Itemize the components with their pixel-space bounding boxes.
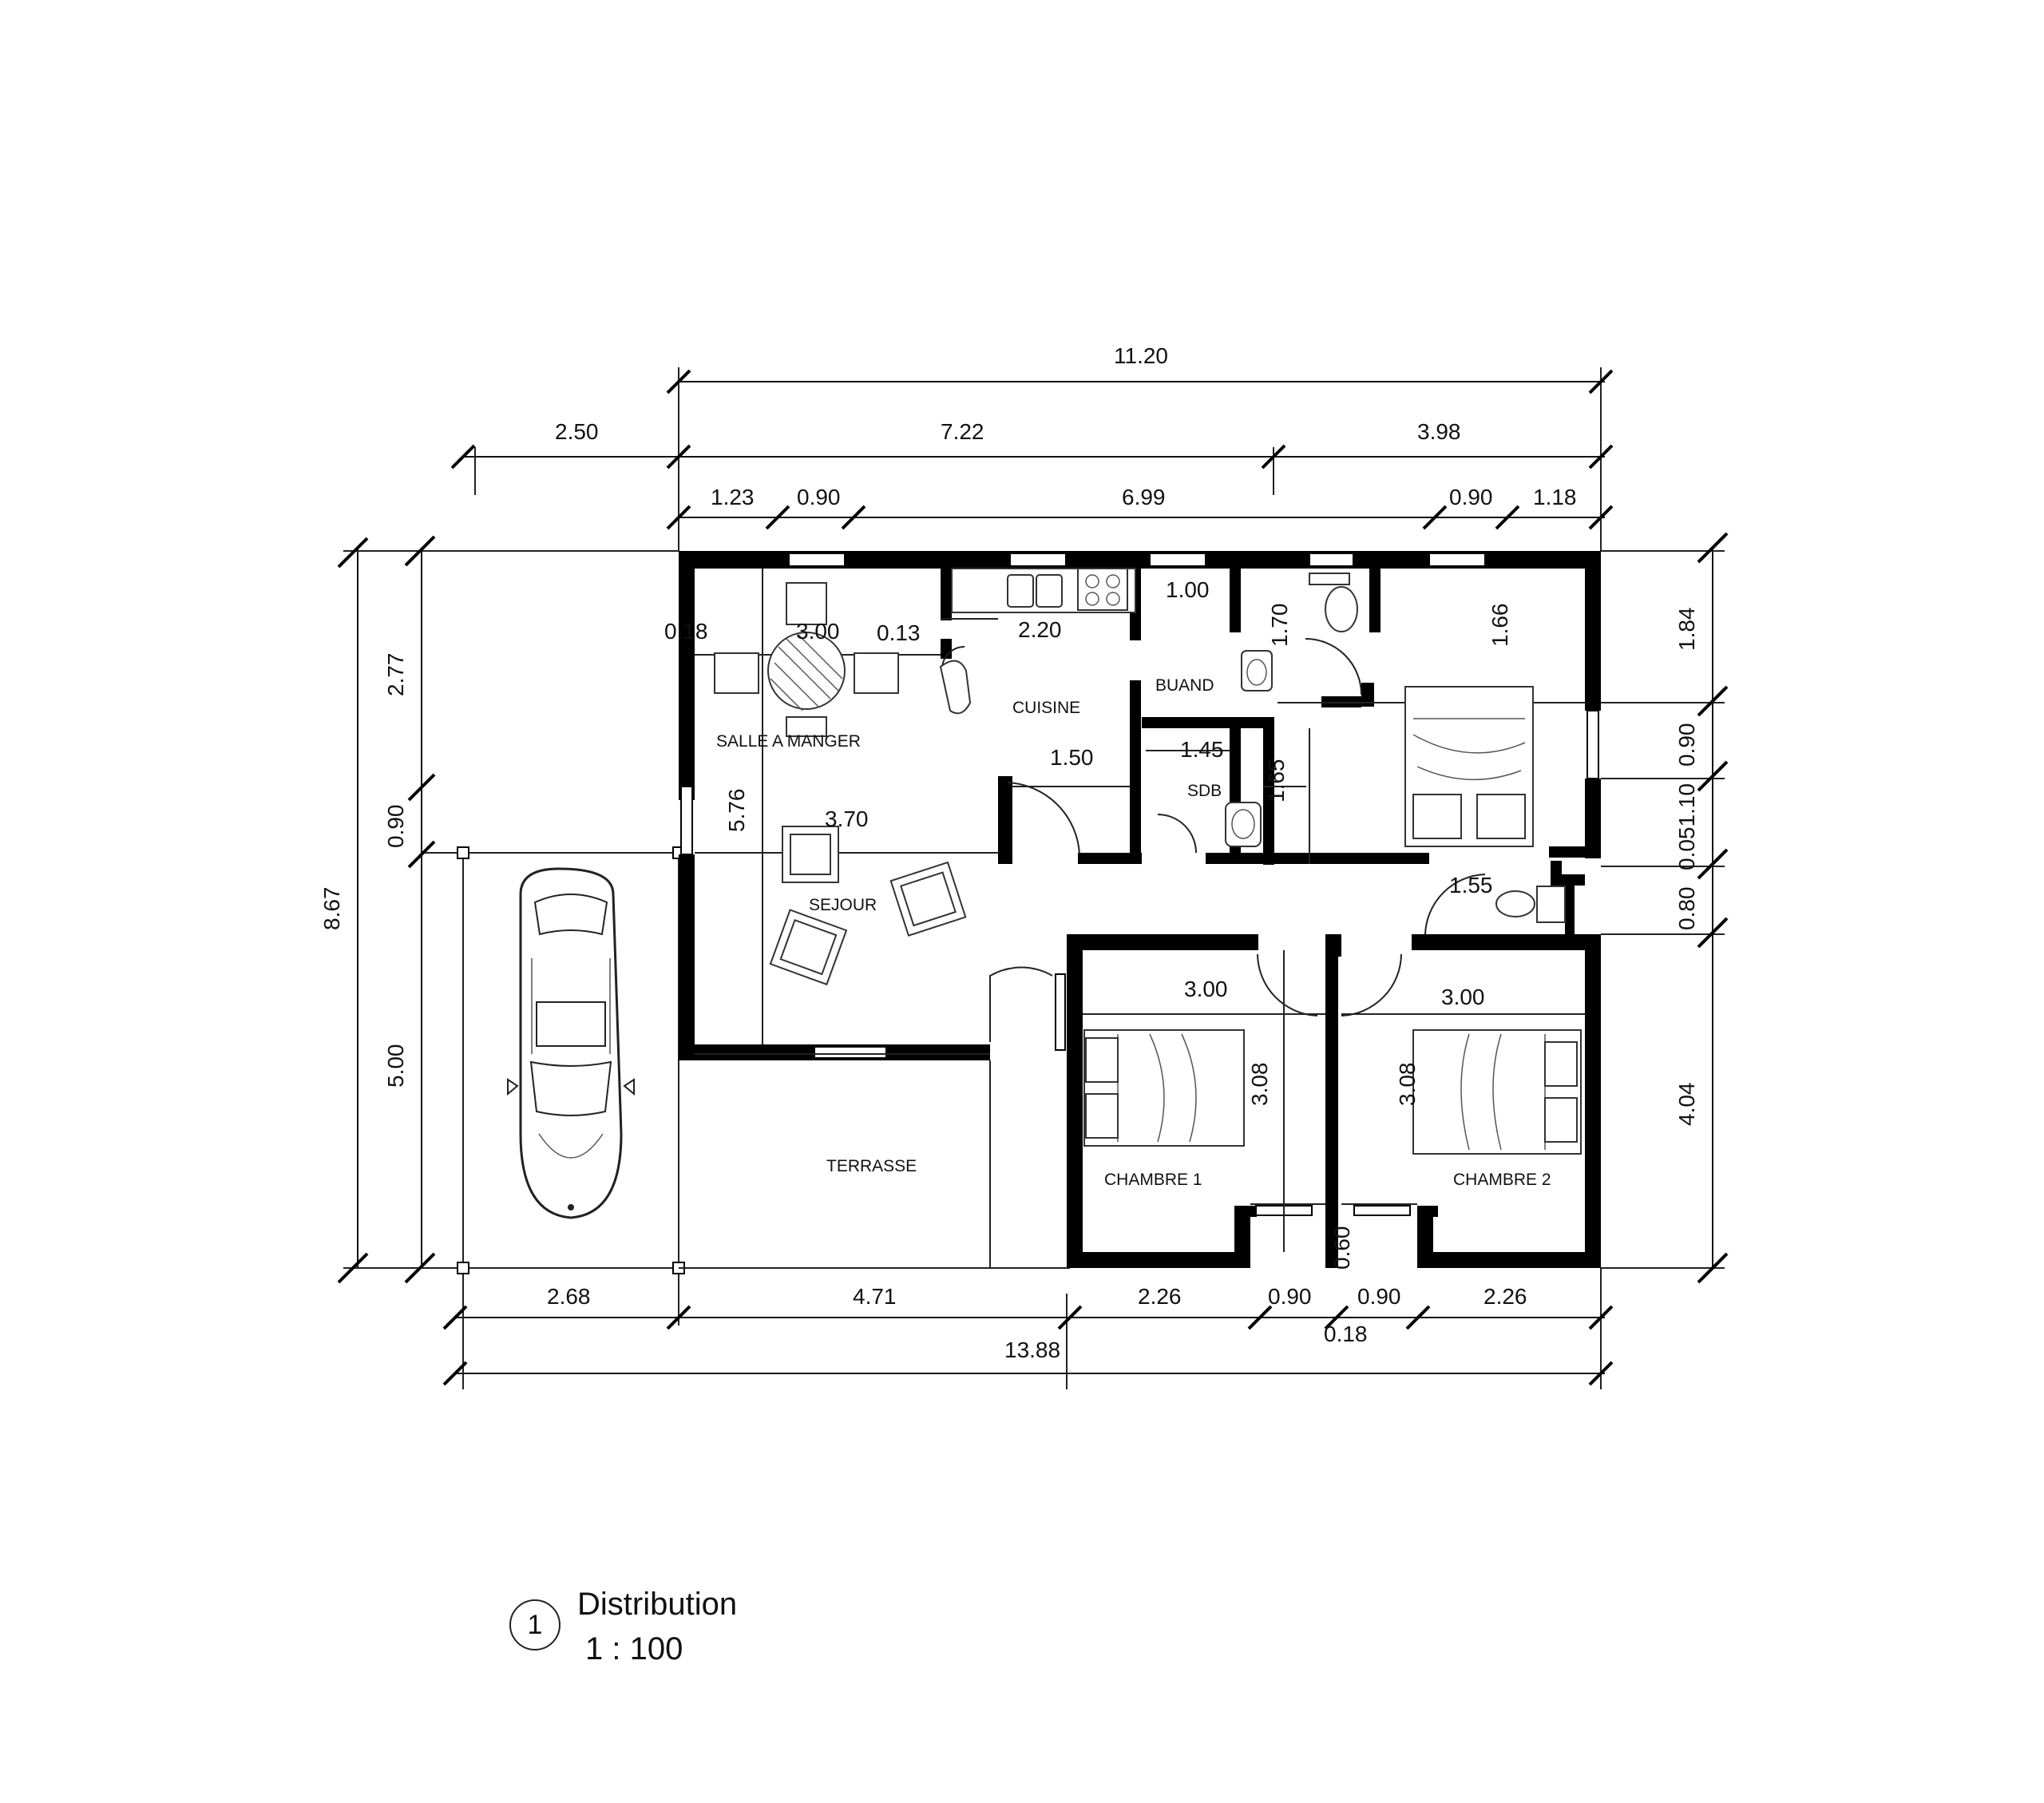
dim-left-0-90: 0.90 xyxy=(383,805,408,849)
walls xyxy=(679,551,1601,1268)
dim-right-0-90: 0.90 xyxy=(1674,723,1699,767)
dim-bottom-0-18: 0.18 xyxy=(1324,1322,1368,1346)
dim-int-5-76: 5.76 xyxy=(724,789,749,833)
dim-int-1-50: 1.50 xyxy=(1050,745,1094,770)
dim-left-overall: 8.67 xyxy=(319,887,344,931)
dining-table-icon xyxy=(714,582,899,737)
dim-int-ch2-3-08: 3.08 xyxy=(1395,1063,1420,1107)
view-title-block: 1 Distribution 1 : 100 xyxy=(501,1585,789,1673)
dim-int-1-70: 1.70 xyxy=(1267,604,1292,648)
dim-top-2-50: 2.50 xyxy=(555,419,599,444)
dim-top-0-90-b: 0.90 xyxy=(1449,485,1493,509)
dim-bottom-2-26-a: 2.26 xyxy=(1138,1284,1182,1309)
dim-top-1-23: 1.23 xyxy=(711,485,755,509)
dim-int-0-18: 0.18 xyxy=(664,619,708,644)
dim-int-1-55: 1.55 xyxy=(1449,873,1493,898)
dim-bottom-overall: 13.88 xyxy=(1004,1337,1060,1362)
dim-int-0-60: 0.60 xyxy=(1329,1226,1354,1270)
bed-icons xyxy=(1083,686,1582,1155)
dim-int-dining-3-00: 3.00 xyxy=(796,619,840,644)
dim-int-2-20: 2.20 xyxy=(1018,617,1062,642)
windows xyxy=(680,553,1599,1216)
dim-top-3-98: 3.98 xyxy=(1417,419,1461,444)
dim-int-3-70: 3.70 xyxy=(825,806,869,831)
room-sdb: SDB xyxy=(1187,782,1222,800)
dim-bottom-0-90-b: 0.90 xyxy=(1357,1284,1401,1309)
dim-int-0-13: 0.13 xyxy=(877,620,921,645)
dim-int-ch1-3-08: 3.08 xyxy=(1247,1063,1272,1107)
room-terrasse: TERRASSE xyxy=(826,1157,917,1175)
dim-top-6-99: 6.99 xyxy=(1122,485,1166,509)
room-salle-a-manger: SALLE A MANGER xyxy=(716,732,861,751)
dim-bottom-2-68: 2.68 xyxy=(547,1284,591,1309)
dimension-ticks xyxy=(337,369,1729,1386)
bathroom-fixtures xyxy=(1225,573,1566,923)
dim-bottom-0-90-a: 0.90 xyxy=(1268,1284,1312,1309)
dim-int-1-65: 1.65 xyxy=(1264,759,1289,803)
dim-right-0-051-10: 0.051.10 xyxy=(1674,783,1699,870)
dim-right-4-04: 4.04 xyxy=(1674,1083,1699,1127)
dim-int-1-45: 1.45 xyxy=(1180,737,1224,762)
dim-top-1-18: 1.18 xyxy=(1533,485,1577,509)
room-chambre-1: CHAMBRE 1 xyxy=(1104,1171,1202,1189)
dim-right-1-84: 1.84 xyxy=(1674,608,1699,652)
dimension-labels: 11.20 2.50 7.22 3.98 1.23 0.90 6.99 0.90… xyxy=(319,343,1699,1362)
dim-int-1-66: 1.66 xyxy=(1487,604,1512,648)
dim-overall-width: 11.20 xyxy=(1114,343,1168,368)
terrace-outline xyxy=(679,973,1067,1269)
dim-top-0-90-a: 0.90 xyxy=(797,485,841,509)
dim-left-5-00: 5.00 xyxy=(383,1044,408,1088)
dim-int-1-00: 1.00 xyxy=(1166,577,1210,602)
dim-left-2-77: 2.77 xyxy=(383,653,408,697)
dim-int-ch2-3-00: 3.00 xyxy=(1441,985,1485,1009)
room-buand: BUAND xyxy=(1155,676,1214,695)
dim-bottom-2-26-b: 2.26 xyxy=(1483,1284,1527,1309)
kitchen-fixtures xyxy=(939,568,1136,715)
car-icon xyxy=(507,867,635,1219)
view-scale: 1 : 100 xyxy=(585,1631,683,1666)
room-labels: SALLE A MANGER CUISINE BUAND SDB SEJOUR … xyxy=(716,676,1551,1189)
view-number-circle: 1 xyxy=(509,1599,561,1650)
dim-int-ch1-3-00: 3.00 xyxy=(1184,977,1228,1001)
armchairs-icon xyxy=(769,826,967,986)
dim-top-7-22: 7.22 xyxy=(941,419,984,444)
room-cuisine: CUISINE xyxy=(1012,699,1080,717)
room-sejour: SEJOUR xyxy=(809,896,877,914)
view-title: Distribution xyxy=(577,1587,738,1622)
dim-bottom-4-71: 4.71 xyxy=(853,1284,897,1309)
room-chambre-2: CHAMBRE 2 xyxy=(1453,1171,1551,1189)
dim-right-0-80: 0.80 xyxy=(1674,887,1699,931)
